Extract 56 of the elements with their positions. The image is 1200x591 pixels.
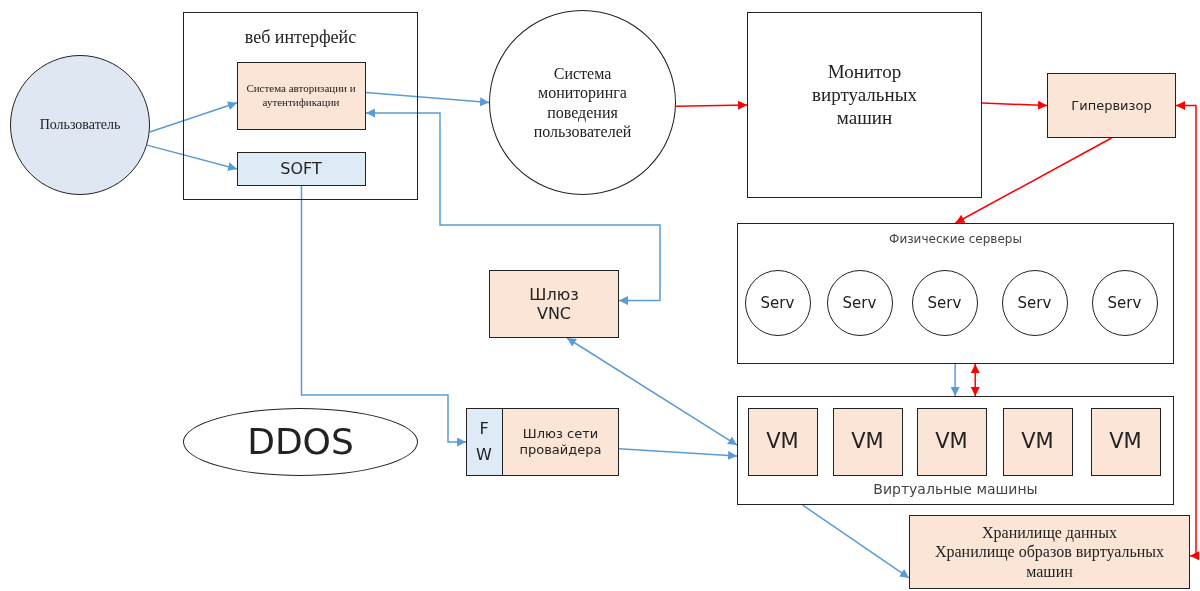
arrow xyxy=(970,363,980,397)
node-label: FW xyxy=(476,417,492,466)
vm-box xyxy=(747,407,818,476)
arrow xyxy=(300,185,467,447)
node-label: VM xyxy=(1021,428,1054,455)
vm-box xyxy=(916,407,987,476)
node-label: Serv xyxy=(1017,293,1052,312)
node-label: Шлюз VNC xyxy=(528,284,580,324)
process-box xyxy=(236,61,366,130)
node-label: Serv xyxy=(1107,293,1142,312)
arrow xyxy=(675,100,748,110)
arrow xyxy=(981,100,1048,110)
firewall-box xyxy=(465,407,503,476)
process-box xyxy=(466,408,619,476)
node-label: Система мониторинга поведения пользователей xyxy=(532,64,633,141)
container-box xyxy=(183,12,418,200)
arrow xyxy=(566,337,738,446)
arrow xyxy=(950,363,960,397)
vm-box xyxy=(832,407,903,476)
node-label: Система авторизации и аутентификации xyxy=(245,82,357,109)
vm-box xyxy=(1002,407,1073,476)
process-box xyxy=(236,151,366,186)
group-heading: Виртуальные машины xyxy=(873,481,1038,498)
group-box xyxy=(737,223,1174,364)
node-label: Хранилище данных xyxy=(982,523,1117,543)
arrow xyxy=(146,144,238,172)
group-heading: Физические серверы xyxy=(889,232,1022,247)
node-label: Монитор виртуальных машин xyxy=(811,61,918,130)
node-label: DDOS xyxy=(247,420,354,464)
process-box xyxy=(1047,73,1176,138)
process-box xyxy=(489,270,619,338)
node-label: Serv xyxy=(760,293,795,312)
vm-box xyxy=(1090,407,1161,476)
arrow xyxy=(618,448,738,460)
arrow xyxy=(365,108,661,306)
arrow xyxy=(148,101,238,133)
group-box xyxy=(737,396,1174,505)
process-box xyxy=(747,12,982,198)
node-label: VM xyxy=(766,428,799,455)
node-label: Пользователь xyxy=(39,116,121,134)
storage-box xyxy=(909,515,1190,589)
node-label: SOFT xyxy=(280,158,322,179)
node-label: VM xyxy=(935,428,968,455)
arrow xyxy=(1175,101,1199,561)
arrow xyxy=(801,504,910,579)
node-label: Хранилище образов виртуальных машин xyxy=(933,542,1166,581)
arrow xyxy=(365,91,490,107)
node-label: Гипервизор xyxy=(1071,97,1152,114)
node-label: VM xyxy=(851,428,884,455)
node-label: Serv xyxy=(927,293,962,312)
arrow xyxy=(954,137,1113,224)
node-label: Serv xyxy=(842,293,877,312)
node-label: Шлюз сети провайдера xyxy=(518,426,603,458)
group-heading: веб интерфейс xyxy=(244,27,357,49)
process-circle xyxy=(489,10,676,195)
node-label: VM xyxy=(1109,428,1142,455)
